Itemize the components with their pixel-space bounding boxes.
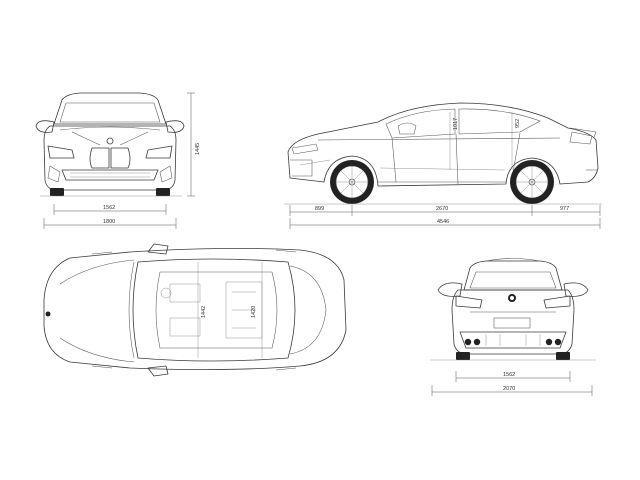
side-rear-wheel — [510, 160, 554, 204]
top-view: 1442 1420 — [43, 243, 347, 377]
front-track-label: 1562 — [103, 205, 115, 211]
side-view: 1017 952 899 2670 977 4546 — [284, 102, 602, 229]
front-height-label: 1445 — [195, 143, 201, 155]
side-headroom-rear-label: 952 — [515, 119, 521, 128]
front-width-label: 1800 — [103, 219, 115, 225]
side-rear-overhang-label: 977 — [560, 206, 569, 212]
top-interior-width-front-label: 1442 — [201, 306, 207, 318]
side-front-wheel — [330, 160, 374, 204]
top-interior-width-rear-label: 1420 — [251, 306, 257, 318]
side-headroom-front-label: 1017 — [453, 118, 459, 130]
side-wheelbase-label: 2670 — [436, 206, 448, 212]
rear-width-mirrors-label: 2070 — [503, 386, 515, 392]
rear-track-label: 1562 — [503, 372, 515, 378]
rear-view: 1562 2070 — [430, 258, 596, 396]
front-view: 1445 1562 1800 — [35, 92, 201, 229]
side-length-label: 4546 — [437, 219, 449, 225]
side-front-overhang-label: 899 — [315, 206, 324, 212]
